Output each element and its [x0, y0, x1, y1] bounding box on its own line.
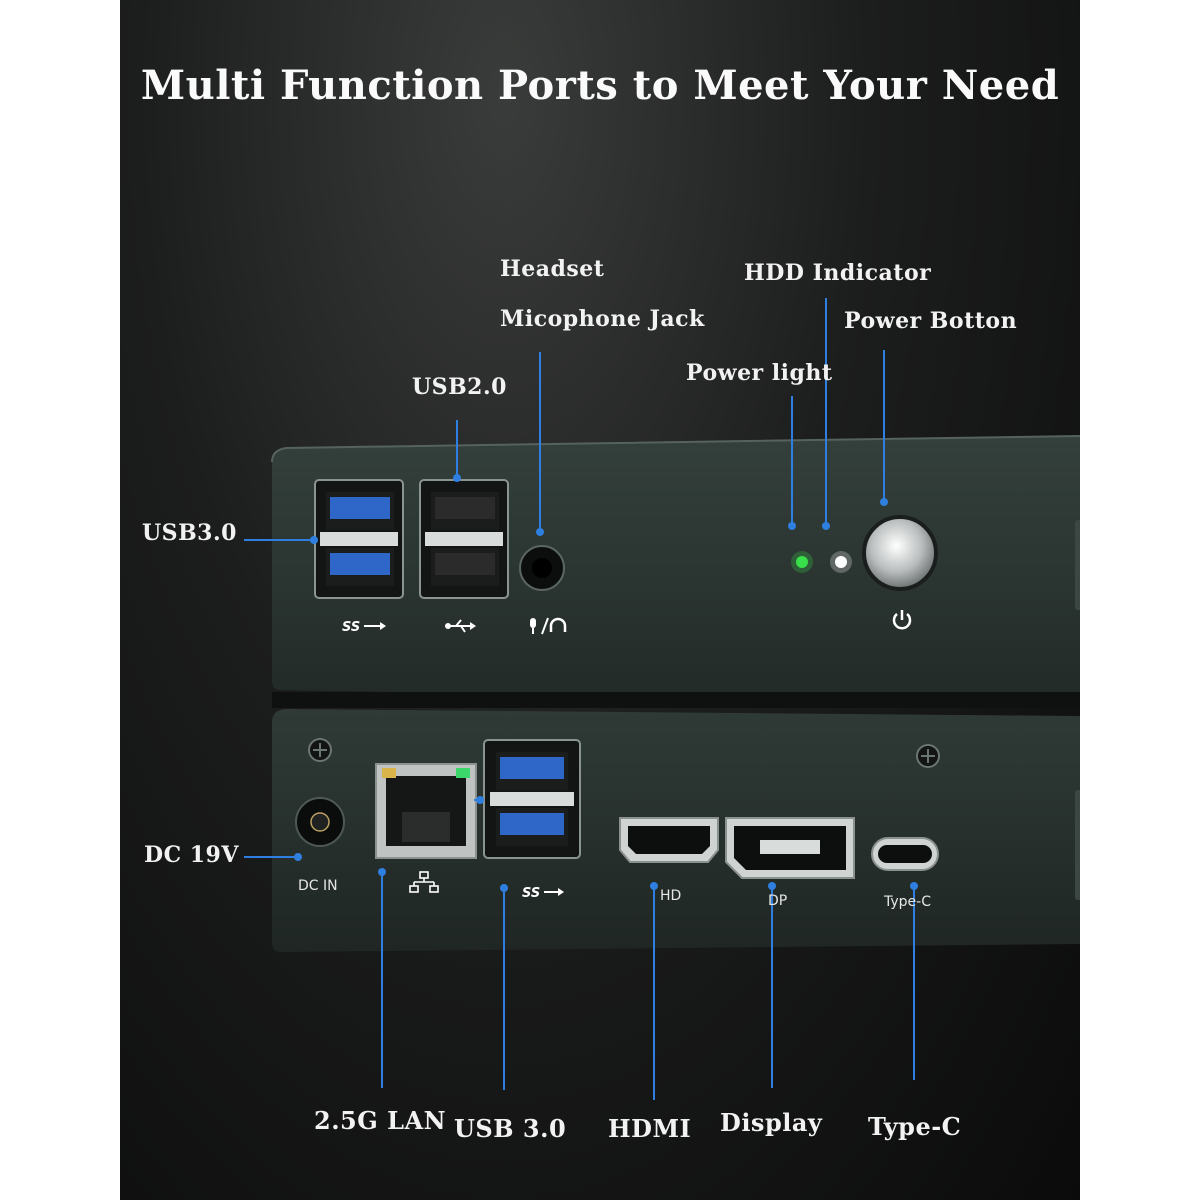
label-headset: Headset — [500, 256, 605, 282]
usb-superspeed-icon: SS — [342, 620, 386, 635]
power-button — [862, 515, 938, 591]
page-title: Multi Function Ports to Meet Your Need — [140, 62, 1060, 109]
lan-port — [375, 763, 477, 859]
dc-jack — [295, 797, 345, 847]
label-dc: DC 19V — [144, 842, 239, 868]
mini-pc-illustration: SS — [244, 298, 1080, 1100]
ss-usb-front-text: SS — [342, 620, 360, 635]
silk-typec: Type-C — [884, 894, 931, 910]
product-image: Multi Function Ports to Meet Your Need — [120, 0, 1080, 1200]
label-typec: Type-C — [868, 1112, 962, 1141]
power-icon — [892, 610, 912, 630]
usb-superspeed-icon-rear: SS — [522, 886, 564, 901]
usb3-rear-ports — [483, 739, 581, 859]
silk-dc-in: DC IN — [298, 878, 338, 894]
label-usb3-front: USB3.0 — [142, 520, 237, 546]
silk-dp: DP — [768, 893, 788, 909]
mic-headphone-icon — [530, 617, 567, 635]
label-usb3-rear: USB 3.0 — [454, 1114, 567, 1143]
label-lan: 2.5G LAN — [314, 1106, 447, 1135]
usb2-front-ports — [419, 479, 509, 599]
label-hdd-indicator: HDD Indicator — [744, 260, 932, 286]
label-microphone: Micophone Jack — [500, 306, 705, 332]
label-power-button: Power Botton — [844, 308, 1018, 334]
hdmi-port — [619, 817, 719, 863]
usb3-front-ports — [314, 479, 404, 599]
label-display: Display — [720, 1108, 823, 1137]
hdd-led — [835, 556, 847, 568]
usb-icon — [445, 619, 476, 633]
power-led — [796, 556, 808, 568]
label-usb2: USB2.0 — [412, 374, 507, 400]
audio-jack — [519, 545, 565, 591]
silk-hd: HD — [660, 888, 682, 904]
network-icon — [409, 871, 439, 893]
ss-usb-rear-text: SS — [522, 886, 540, 901]
typec-port — [871, 837, 939, 871]
callout-dots — [294, 474, 918, 892]
label-power-light: Power light — [686, 360, 833, 386]
label-hdmi: HDMI — [608, 1114, 692, 1143]
callout-lines — [244, 298, 915, 1100]
displayport-port — [725, 817, 855, 879]
